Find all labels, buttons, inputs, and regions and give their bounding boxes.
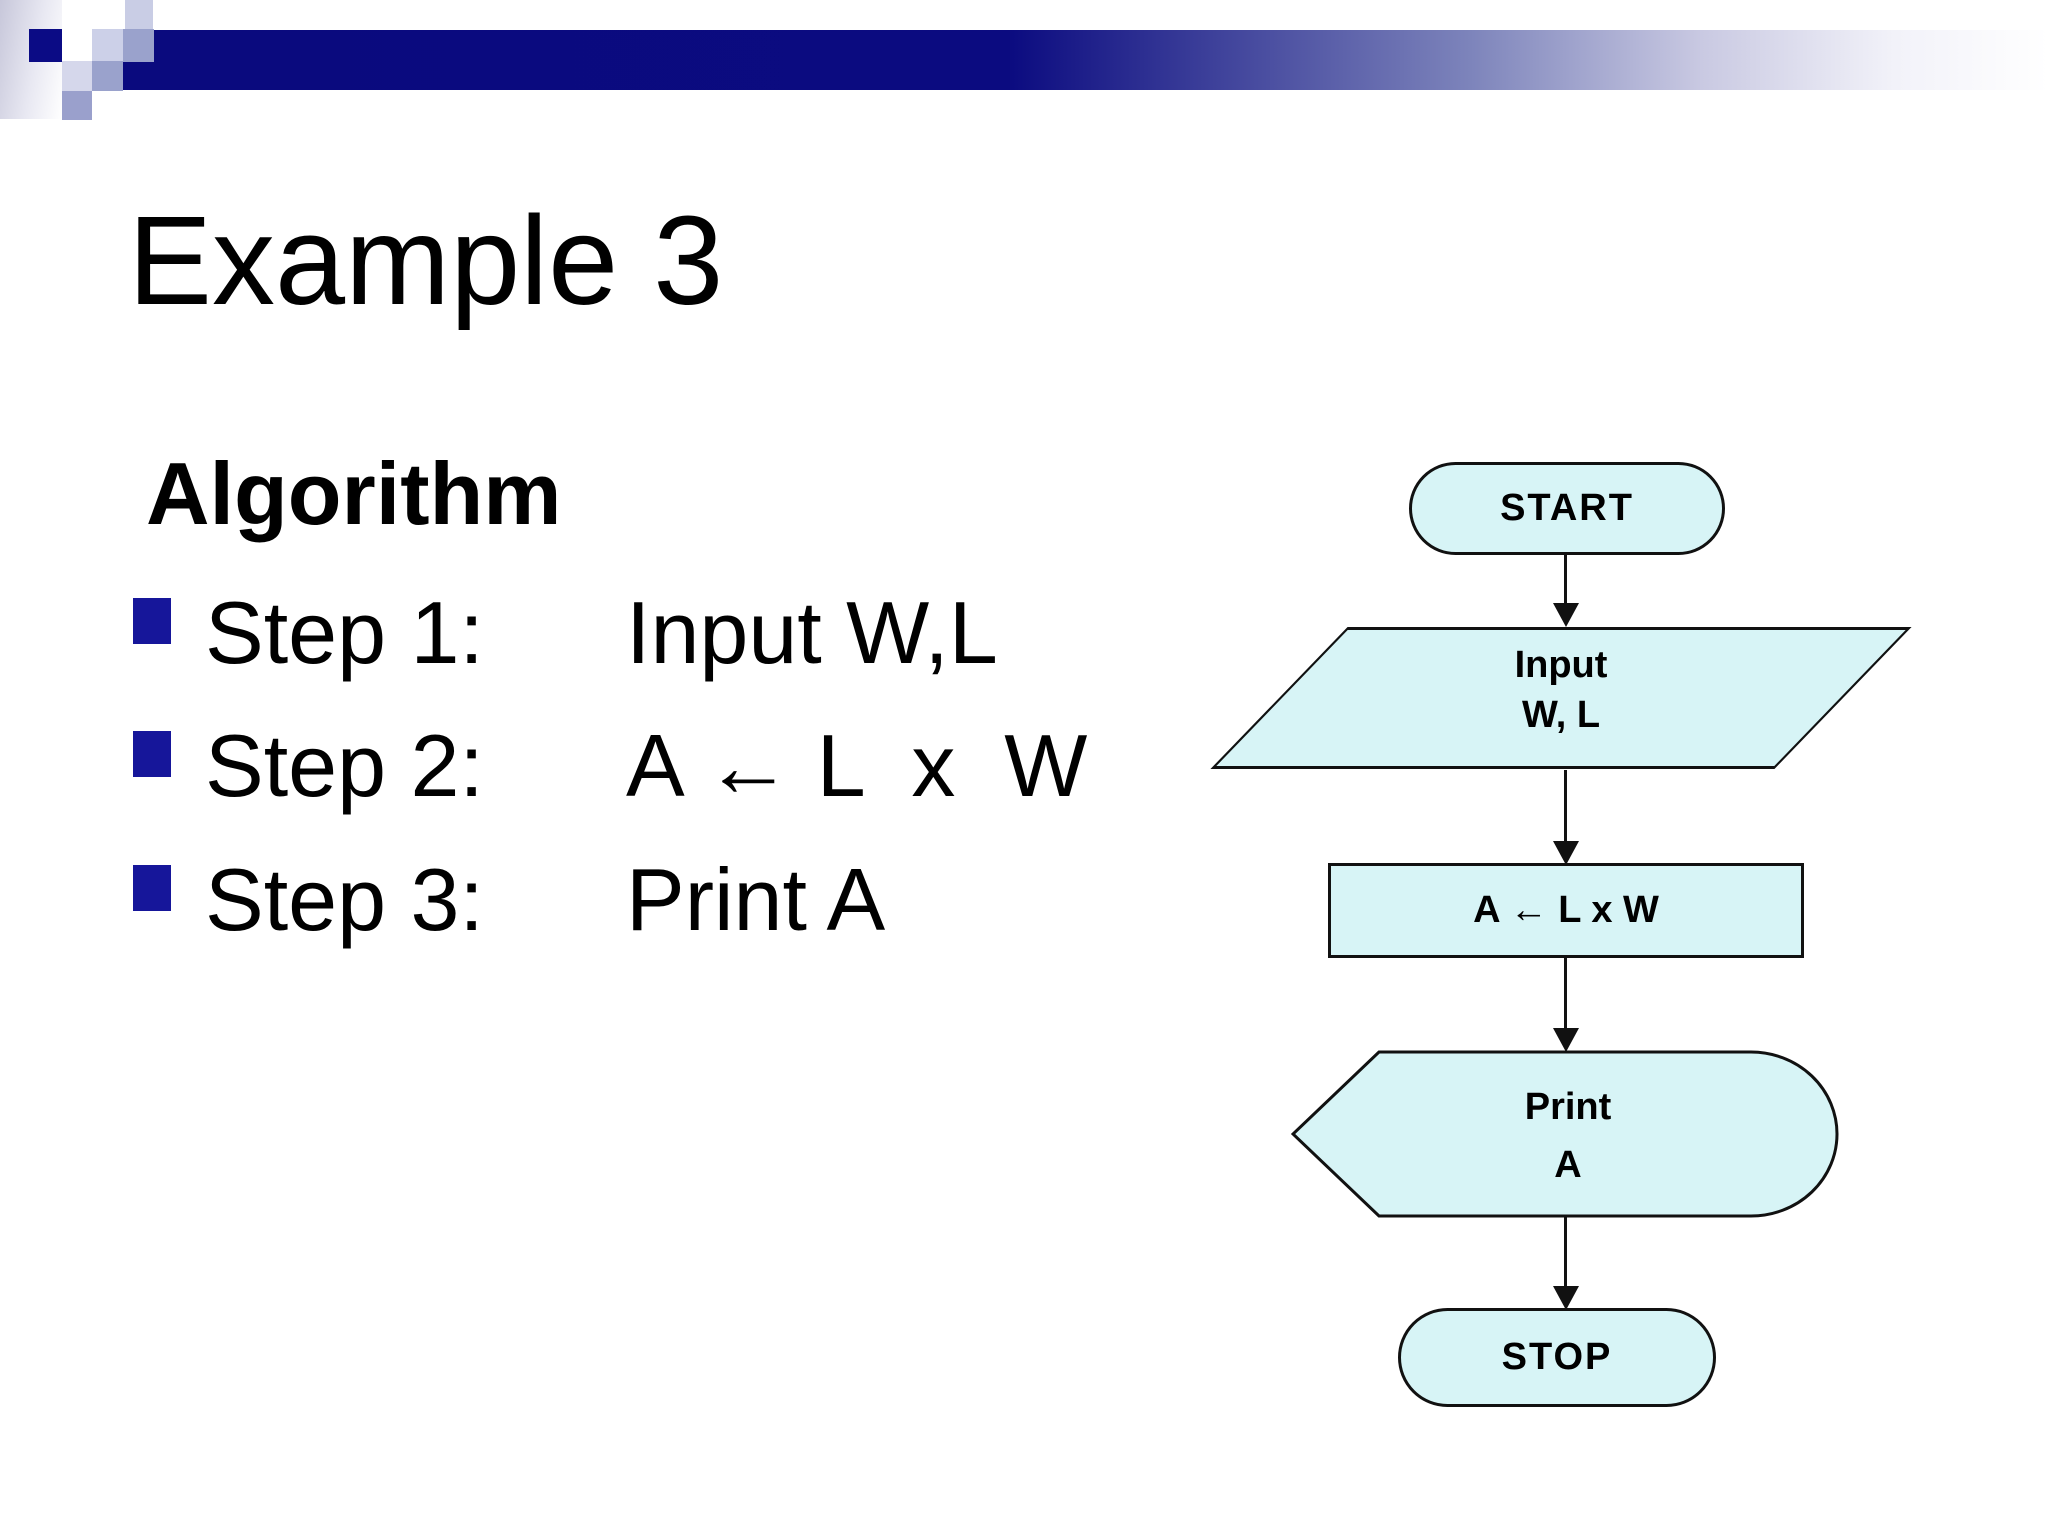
page-title: Example 3	[128, 190, 724, 331]
bullet-square-icon	[133, 731, 171, 777]
input-line-1: Input	[1514, 644, 1608, 686]
decor-gradient-bar	[123, 30, 2048, 90]
flowchart-start-terminator: START	[1409, 462, 1725, 555]
flow-arrow-2	[1553, 770, 1579, 865]
flowchart-print-label: Print A	[1291, 1078, 1845, 1194]
print-shape-path	[1291, 1050, 1839, 1218]
decor-square-light-1	[92, 29, 123, 62]
step-value: A ← L x W	[626, 716, 1088, 815]
flow-arrow-line	[1564, 957, 1567, 1030]
input-line-2: W, L	[1521, 694, 1601, 736]
step-label: Step 2:	[205, 716, 484, 815]
flowchart-process-rectangle: A ← L x W	[1328, 863, 1804, 958]
decor-square-navy	[29, 29, 62, 62]
print-line-1: Print	[1524, 1086, 1612, 1128]
flow-arrow-3	[1553, 957, 1579, 1052]
flow-arrow-line	[1564, 1217, 1567, 1288]
flow-arrow-line	[1564, 555, 1567, 605]
decor-square-medium-2	[92, 61, 123, 91]
flowchart-input-label: Input W, L	[1279, 640, 1843, 740]
decor-square-light-2	[62, 61, 92, 91]
step-label: Step 3:	[205, 850, 484, 949]
decor-square-top	[125, 0, 153, 29]
arrow-down-icon	[1553, 1028, 1579, 1052]
step-label: Step 1:	[205, 583, 484, 682]
arrow-down-icon	[1553, 841, 1579, 865]
flowchart-print-display-shape	[1291, 1050, 1839, 1218]
arrow-down-icon	[1553, 603, 1579, 627]
step-value: Input W,L	[626, 583, 998, 682]
print-line-2: A	[1554, 1144, 1582, 1186]
arrow-down-icon	[1553, 1286, 1579, 1310]
flow-arrow-1	[1553, 555, 1579, 627]
flow-arrow-4	[1553, 1217, 1579, 1310]
algorithm-step-2: Step 2: A ← L x W	[133, 715, 1087, 817]
bullet-square-icon	[133, 865, 171, 911]
decor-square-medium-1	[123, 29, 154, 62]
algorithm-step-3: Step 3: Print A	[133, 849, 885, 951]
algorithm-step-1: Step 1: Input W,L	[133, 582, 998, 684]
flowchart-stop-terminator: STOP	[1398, 1308, 1716, 1407]
decor-square-medium-3	[62, 91, 92, 120]
bullet-square-icon	[133, 598, 171, 644]
algorithm-heading: Algorithm	[146, 444, 562, 543]
flow-arrow-line	[1564, 770, 1567, 843]
step-value: Print A	[626, 850, 886, 949]
